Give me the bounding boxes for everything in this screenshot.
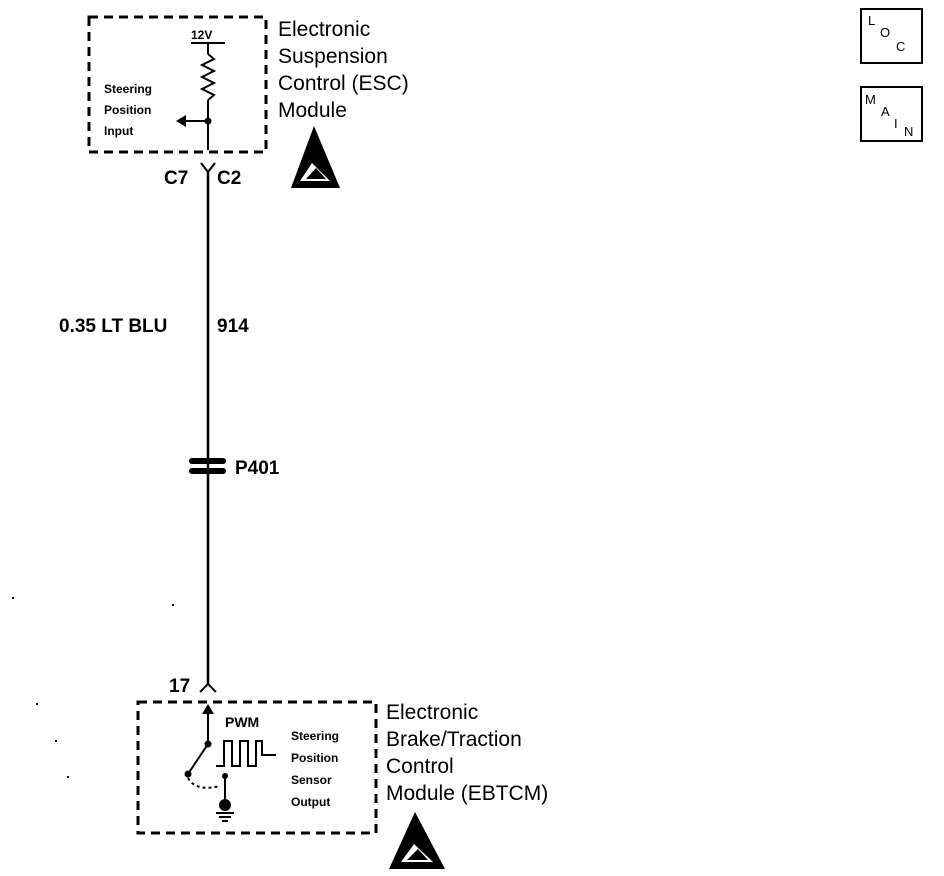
ebtcm-pin-number: 17 (169, 676, 190, 697)
esc-connector-right: C2 (217, 168, 241, 189)
loc-letter-c: C (896, 39, 905, 54)
ebtcm-name-line-4: Module (EBTCM) (386, 782, 548, 805)
ebtcm-output-line-1: Steering (291, 729, 339, 743)
splice-label: P401 (235, 458, 280, 479)
main-letter-i: I (894, 116, 898, 131)
ebtcm-output-line-3: Sensor (291, 773, 332, 787)
main-letter-n: N (904, 124, 913, 139)
splice-bar-top (189, 458, 226, 464)
ebtcm-name-line-2: Brake/Traction (386, 728, 522, 751)
esd-warning-icon (291, 126, 340, 188)
pwm-waveform-icon (216, 740, 276, 767)
wire-914: 0.35 LT BLU 914 (59, 172, 249, 684)
ground-icon (219, 799, 231, 811)
connector-chevron-icon (199, 682, 217, 693)
ebtcm-output-line-2: Position (291, 751, 338, 765)
esd-warning-icon (389, 812, 445, 869)
arrow-up-icon (202, 704, 214, 714)
connector-chevron-icon (200, 162, 216, 174)
switch-arm (187, 743, 209, 775)
esc-name-line-2: Suspension (278, 45, 388, 68)
esc-input-line-2: Position (104, 103, 151, 117)
wire-gauge-color: 0.35 LT BLU (59, 316, 167, 337)
ebtcm-connector: 17 (169, 676, 217, 697)
main-letter-a: A (881, 104, 890, 119)
ebtcm-module-boundary (136, 700, 378, 835)
loc-button[interactable]: L O C (860, 8, 923, 64)
esc-name-line-1: Electronic (278, 18, 370, 41)
switch-dotted-link (187, 777, 221, 789)
switch-pivot-dot (184, 770, 192, 778)
ebtcm-output-line-4: Output (291, 795, 330, 809)
pullup-resistor-icon (199, 53, 217, 101)
esc-input-line-1: Steering (104, 82, 152, 96)
esc-voltage-label: 12V (191, 28, 212, 42)
ebtcm-name-line-1: Electronic (386, 701, 478, 724)
esc-module-boundary (87, 15, 268, 154)
wire-circuit-number: 914 (217, 316, 249, 337)
splice-p401: P401 (189, 458, 280, 479)
esc-name-line-4: Module (278, 99, 347, 122)
ebtcm-name-line-3: Control (386, 755, 454, 778)
splice-bar-bottom (189, 468, 226, 474)
scan-specks (12, 597, 174, 778)
esc-name-line-3: Control (ESC) (278, 72, 409, 95)
main-letter-m: M (865, 92, 876, 107)
ebtcm-module: PWM Steering Position Sensor Output Elec… (136, 700, 548, 869)
loc-letter-l: L (868, 13, 875, 28)
esc-module: 12V Steering Position Input Electronic S… (87, 15, 409, 188)
main-button[interactable]: M A I N (860, 86, 923, 142)
loc-letter-o: O (880, 25, 890, 40)
esc-input-line-3: Input (104, 124, 133, 138)
esc-connector-left: C7 (164, 168, 188, 189)
esc-connector: C7 C2 (164, 162, 241, 189)
arrow-left-icon (176, 115, 186, 127)
pwm-label: PWM (225, 714, 259, 730)
